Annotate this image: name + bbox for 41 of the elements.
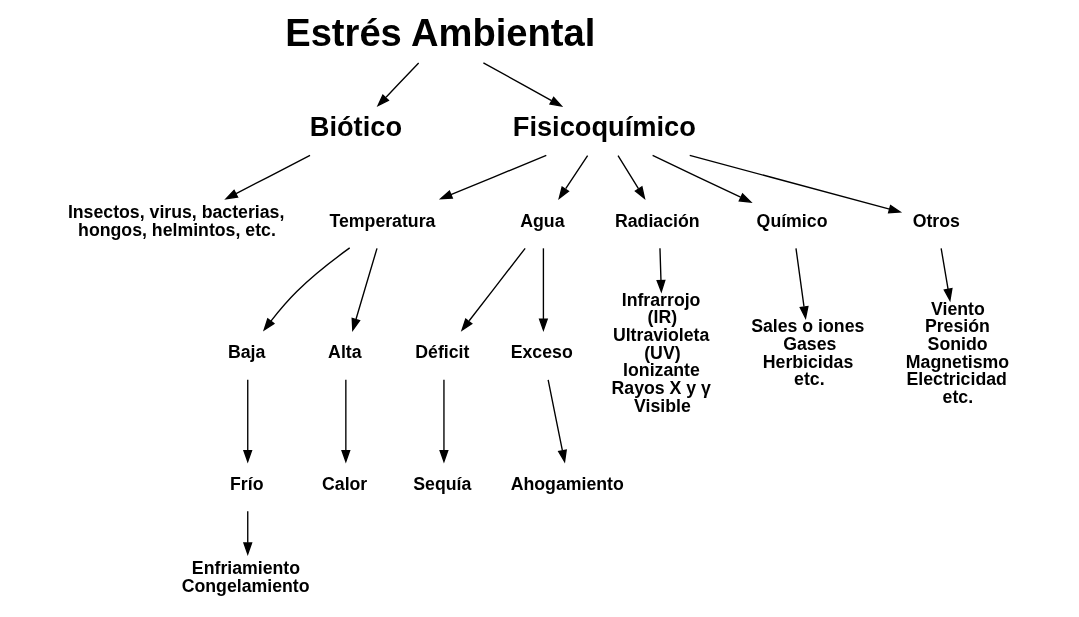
node-text: Estrés Ambiental — [284, 11, 595, 55]
arrow — [242, 510, 252, 556]
arrow — [223, 154, 311, 200]
arrow — [651, 154, 753, 203]
arrow — [438, 154, 547, 200]
arrow — [376, 62, 419, 108]
arrow — [794, 247, 809, 320]
node-text: Enfriamiento Congelamiento — [181, 558, 310, 596]
arrow — [438, 379, 449, 464]
arrow — [538, 247, 548, 333]
arrow — [546, 379, 567, 464]
arrow — [262, 247, 350, 332]
arrow — [655, 247, 666, 294]
node-text: Fisicoquímico — [512, 111, 696, 143]
node-text: Radiación — [614, 210, 700, 231]
node-text: Alta — [327, 342, 362, 363]
node-text: Déficit — [414, 342, 469, 363]
node-text: Baja — [227, 342, 265, 363]
node-text: Ahogamiento — [510, 473, 624, 494]
node-text: Químico — [756, 210, 827, 231]
arrow — [351, 247, 378, 332]
node-text: Frío — [229, 473, 263, 494]
node-text: Temperatura — [329, 210, 435, 231]
arrow — [242, 379, 252, 464]
arrow — [557, 155, 588, 200]
node-text: Viento Presión Sonido Magnetismo Electricidad etc. — [905, 298, 1009, 408]
node-text: Otros — [912, 210, 960, 231]
node-text: Agua — [519, 210, 565, 231]
arrow — [940, 247, 953, 303]
node-text: Insectos, virus, bacterias, hongos, helmintos, etc. — [67, 202, 284, 241]
node-text: Sequía — [412, 473, 471, 494]
node-text: Sales o iones Gases Herbicidas etc. — [750, 316, 864, 390]
node-text: Biótico — [309, 111, 402, 143]
node-text: Infrarrojo (IR) Ultravioleta (UV) Ionizante Rayos X y γ Visible — [611, 289, 711, 416]
arrow — [482, 62, 563, 108]
node-text: Calor — [321, 473, 367, 494]
node-text: Exceso — [510, 342, 573, 363]
arrow — [688, 154, 902, 214]
arrow — [616, 155, 646, 200]
arrow — [340, 379, 351, 464]
arrow — [460, 247, 526, 332]
